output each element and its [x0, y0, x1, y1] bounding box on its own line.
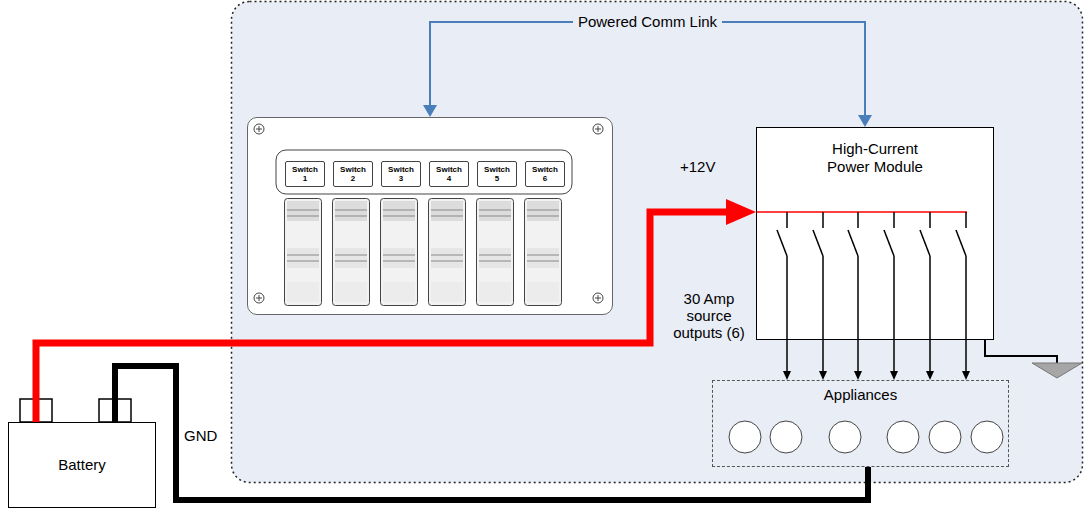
switch-label: Switch 6	[525, 161, 565, 187]
screw	[593, 124, 603, 134]
relay-switch	[813, 212, 823, 340]
connector-line	[822, 340, 824, 372]
text-label: GND	[184, 427, 217, 444]
rocker-switch	[525, 199, 562, 306]
connector-line	[929, 340, 931, 372]
appliance-circle	[929, 421, 961, 453]
node-text: Switch 1	[290, 165, 320, 183]
relay-switch	[920, 212, 930, 340]
connector-line	[115, 366, 868, 500]
appliance-circle	[729, 421, 761, 453]
connector-line	[857, 340, 859, 372]
ground-symbol	[1032, 363, 1082, 378]
rocker-switch	[285, 199, 322, 306]
appliance-circle	[770, 421, 802, 453]
arrowhead	[858, 115, 872, 127]
arrowhead	[890, 371, 898, 380]
node-text: Appliances	[824, 386, 897, 404]
arrowhead	[854, 371, 862, 380]
output-arrow	[819, 340, 827, 380]
ground-wire	[985, 340, 1057, 363]
output-arrow	[926, 340, 934, 380]
screw	[254, 124, 264, 134]
output-arrow	[854, 340, 862, 380]
connector-line	[430, 22, 865, 116]
text-label: +12V	[680, 158, 715, 175]
switch-label: Switch 5	[477, 161, 517, 187]
node-text: High-Current Power Module	[815, 140, 935, 176]
connector-line	[893, 340, 895, 372]
screw	[593, 293, 603, 303]
node-text: Switch 4	[434, 165, 464, 183]
arrowhead	[819, 371, 827, 380]
node-text: Switch 2	[338, 165, 368, 183]
enclosure-region	[232, 2, 1083, 483]
switch-panel: Switch 1 Switch 2 Switch 3 Switch 4 Switch 5…	[247, 117, 613, 315]
switch-label: Switch 4	[429, 161, 469, 187]
power-bus	[757, 211, 967, 213]
rocker-switch	[381, 199, 418, 306]
label-strip	[276, 150, 572, 194]
switch-label: Switch 2	[333, 161, 373, 187]
switch-label: Switch 3	[381, 161, 421, 187]
ground-wire	[115, 366, 868, 500]
appliance-circle	[971, 421, 1003, 453]
output-arrow	[962, 340, 970, 380]
arrowhead	[926, 371, 934, 380]
appliance-circle	[887, 421, 919, 453]
node-text: Switch 5	[482, 165, 512, 183]
connector-line	[36, 212, 727, 422]
comm-link	[423, 22, 872, 127]
arrowhead	[423, 105, 437, 117]
node-text: Switch 3	[386, 165, 416, 183]
arrowhead	[783, 371, 791, 380]
switch-label: Switch 1	[285, 161, 325, 187]
relay-switch	[777, 212, 787, 340]
power-module: High-Current Power Module	[756, 127, 994, 340]
screw	[254, 293, 264, 303]
positive-wire	[36, 199, 756, 422]
appliance-circle	[829, 421, 861, 453]
node-text: Battery	[58, 456, 106, 474]
node-text: Switch 6	[530, 165, 560, 183]
output-arrow	[890, 340, 898, 380]
rocker-switch	[477, 199, 514, 306]
connector-line	[786, 340, 788, 372]
arrowhead	[726, 199, 756, 225]
connector-line	[965, 340, 967, 372]
text-label: 30 Amp source outputs (6)	[667, 290, 751, 341]
panel-face	[247, 117, 613, 315]
relay-switch	[848, 212, 858, 340]
edge-label: Powered Comm Link	[573, 13, 722, 31]
relay-switch	[884, 212, 894, 340]
arrowhead	[962, 371, 970, 380]
module-face	[756, 127, 994, 340]
rocker-switch	[429, 199, 466, 306]
output-arrow	[783, 340, 791, 380]
rocker-switch	[333, 199, 370, 306]
battery: Battery	[8, 422, 156, 508]
appliance-group: Appliances	[712, 380, 1009, 467]
relay-switch	[956, 212, 966, 340]
